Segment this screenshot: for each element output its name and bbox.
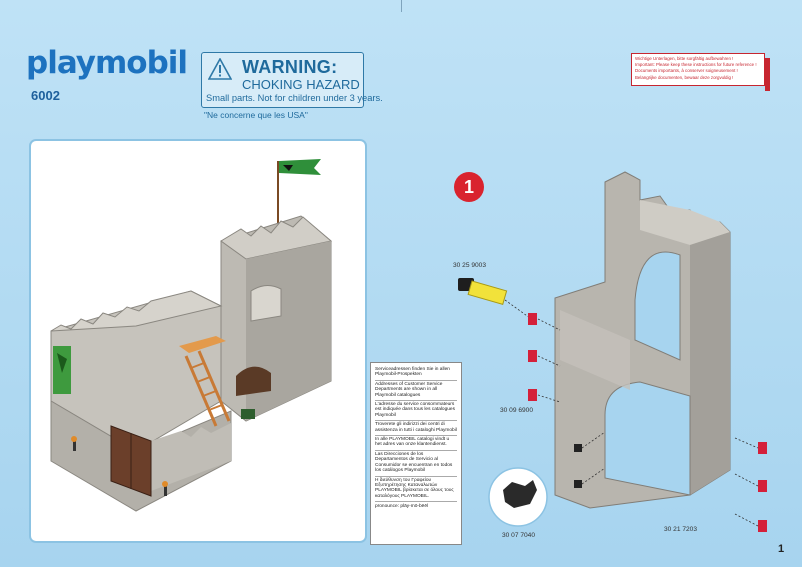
service-text: Serviceadressen finden Sie in allen Play… — [375, 366, 457, 381]
service-text: In alle PLAYMOBIL catalogi vindt u het a… — [375, 436, 457, 451]
part-number-red-peg: 30 09 6900 — [500, 407, 534, 414]
part-number-wall: 30 21 7203 — [664, 526, 698, 533]
warning-subtitle: CHOKING HAZARD — [242, 77, 360, 92]
customer-service-box: Serviceadressen finden Sie in allen Play… — [370, 362, 462, 545]
part-number-cannon: 30 25 9003 — [453, 262, 487, 269]
model-number: 6002 — [31, 88, 60, 103]
step-number-badge: 1 — [454, 172, 484, 202]
red-peg-icon — [758, 442, 767, 532]
clip-detail-icon — [488, 467, 548, 527]
castle-preview-panel — [29, 139, 367, 543]
black-clip-icon — [574, 444, 582, 488]
red-peg-icon — [528, 313, 537, 401]
service-text: Addresses of Customer Service Department… — [375, 381, 457, 402]
service-text: Troverete gli indirizzi dei centri di as… — [375, 421, 457, 437]
service-text: L'adresse du service consommateurs est i… — [375, 401, 457, 422]
notice-line: Documents importants, à conserver soigne… — [635, 68, 738, 74]
notice-line: Important: Please keep these instruction… — [635, 62, 757, 68]
cannon-icon — [458, 278, 508, 305]
pronounce-note: pronounce: plāy-mō-bēēl — [375, 504, 429, 510]
keep-instructions-notice: Wichtige Unterlagen, bitte sorgfältig au… — [631, 53, 770, 91]
warning-triangle-icon — [208, 58, 232, 80]
warning-detail: Small parts. Not for children under 3 ye… — [206, 93, 383, 103]
choking-hazard-warning: WARNING: CHOKING HAZARD Small parts. Not… — [201, 52, 383, 108]
warning-title: WARNING: — [242, 57, 338, 77]
fold-line — [401, 0, 402, 12]
usa-note: "Ne concerne que les USA" — [204, 110, 308, 120]
notice-line: Belangrijke documenten, bewaar deze zorg… — [635, 74, 734, 80]
castle-wall-part — [554, 171, 731, 509]
service-text: Las Direcciones de los Departamentos de … — [375, 451, 457, 477]
part-number-black-clip: 30 07 7040 — [502, 532, 536, 539]
page-number: 1 — [778, 543, 785, 555]
notice-line: Wichtige Unterlagen, bitte sorgfältig au… — [635, 56, 734, 61]
playmobil-logo: playmobil — [26, 45, 188, 81]
service-text: Η διεύθυνση του Γραφείου Εξυπηρέτησης Κα… — [375, 477, 457, 503]
castle-preview-image — [50, 159, 333, 512]
